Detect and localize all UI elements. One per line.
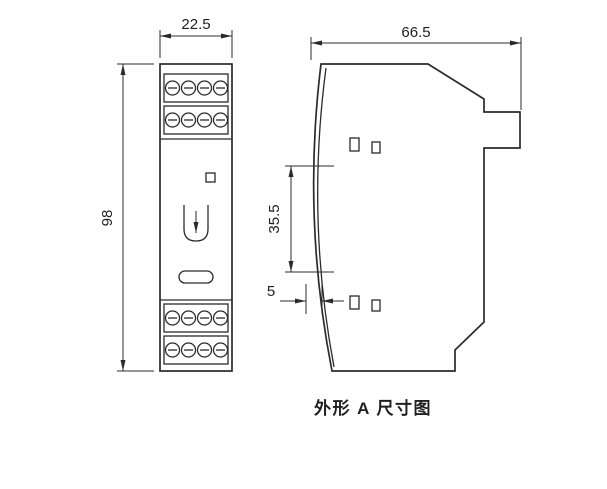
dim-front-height-label: 98 (99, 210, 116, 227)
terminal-screw-icon (180, 342, 197, 358)
terminal-screw-icon (196, 112, 213, 128)
terminal-screw-icon (164, 310, 181, 326)
led-indicator-square (205, 172, 216, 183)
drawing-caption: 外形 A 尺寸图 (314, 398, 432, 418)
dim-edge-offset-label: 5 (267, 283, 275, 300)
dim-edge-offset: 5 (267, 283, 344, 314)
dim-clip-span: 35.5 (266, 165, 334, 273)
side-clip-upper-1 (349, 137, 360, 152)
terminal-screw-icon (164, 342, 181, 358)
terminal-screw-icon (180, 80, 197, 96)
dim-side-depth-label: 66.5 (401, 24, 430, 41)
din-release-latch (183, 205, 209, 242)
dim-front-width-label: 22.5 (181, 16, 210, 33)
terminal-screw-icon (196, 310, 213, 326)
terminal-screw-icon (212, 310, 229, 326)
terminal-screw-icon (196, 342, 213, 358)
side-profile-outline (312, 63, 521, 372)
terminal-screw-icon (212, 342, 229, 358)
side-clip-lower-2 (371, 299, 381, 312)
dim-front-width: 22.5 (159, 16, 233, 58)
terminal-row-top-1 (163, 73, 229, 103)
dim-side-depth: 66.5 (310, 24, 522, 110)
terminal-screw-icon (180, 310, 197, 326)
terminal-row-top-2 (163, 105, 229, 135)
side-clip-upper-2 (371, 141, 381, 154)
terminal-row-bottom-1 (163, 303, 229, 333)
side-front-inner-wall (317, 67, 335, 368)
side-clip-lower-1 (349, 295, 360, 310)
terminal-screw-icon (180, 112, 197, 128)
latch-slot-outline (183, 205, 209, 242)
dimension-annotations: 22.5 98 66.5 35.5 (99, 16, 522, 372)
side-view (312, 63, 521, 372)
front-view (159, 63, 233, 372)
dim-clip-span-label: 35.5 (266, 204, 283, 233)
terminal-row-bottom-2 (163, 335, 229, 365)
terminal-screw-icon (196, 80, 213, 96)
terminal-screw-icon (164, 112, 181, 128)
terminal-screw-icon (164, 80, 181, 96)
dim-front-height: 98 (99, 63, 154, 372)
label-slot-oval (178, 270, 214, 284)
terminal-screw-icon (212, 112, 229, 128)
front-body-outline (159, 63, 233, 372)
terminal-screw-icon (212, 80, 229, 96)
